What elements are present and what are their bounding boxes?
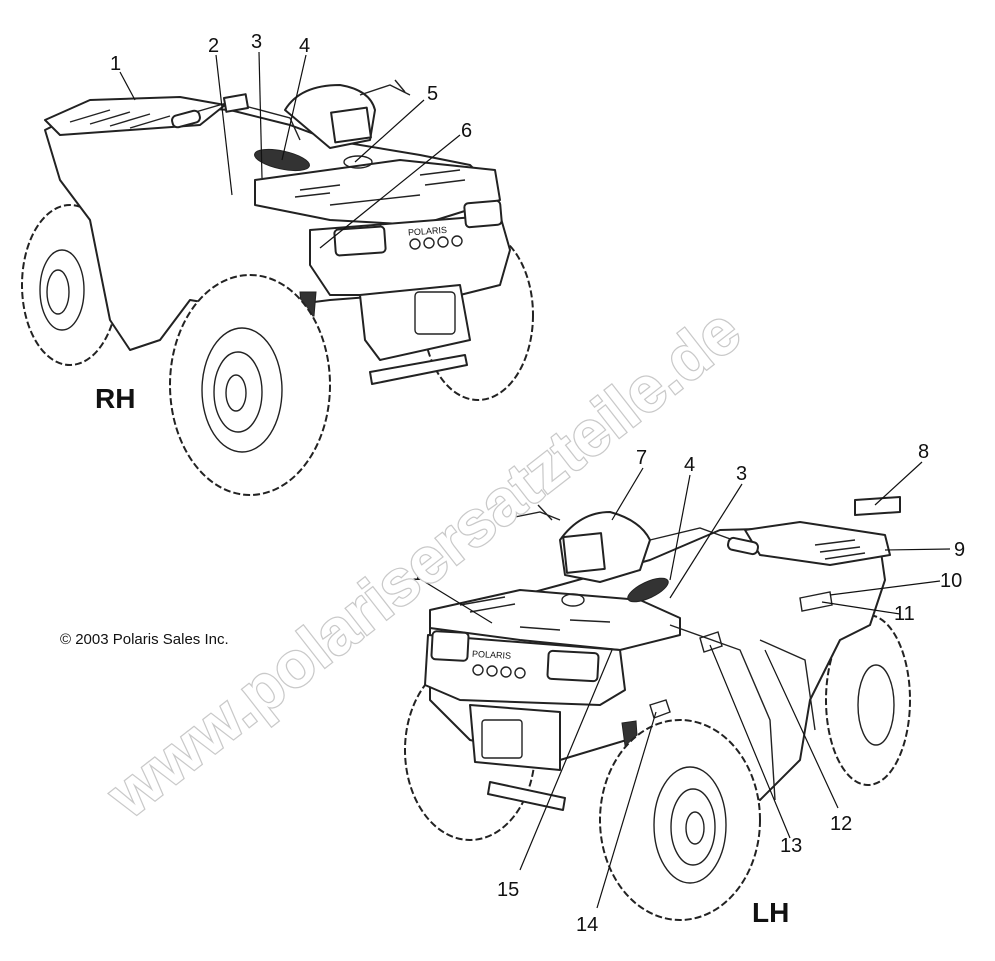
rh-callout-2: 2 [208, 35, 219, 57]
lh-callout-9: 9 [954, 539, 965, 561]
lh-callout-10: 10 [940, 570, 962, 592]
lh-callout-12: 12 [830, 813, 852, 835]
lh-front-wheel-right [599, 719, 761, 921]
lh-callout-11: 11 [894, 603, 915, 625]
lh-view-label: LH [752, 897, 789, 928]
lh-rear-wheel [825, 614, 911, 786]
atv-lh-view: POLARIS [404, 496, 911, 921]
rh-callout-6: 6 [461, 120, 472, 142]
lh-callout-3: 3 [736, 463, 747, 485]
lh-callout-4: 4 [684, 454, 695, 476]
lh-logo-text: POLARIS [472, 649, 511, 661]
rh-callout-1: 1 [110, 53, 121, 75]
rh-callout-3: 3 [251, 31, 262, 53]
lh-callout-1: 1 [412, 563, 423, 585]
copyright-text: © 2003 Polaris Sales Inc. [60, 631, 229, 648]
lh-callout-7: 7 [636, 447, 647, 469]
lh-callout-8: 8 [918, 441, 929, 463]
lh-callout-14: 14 [576, 914, 598, 936]
rh-front-wheel [169, 274, 331, 496]
rh-leader-lines [119, 51, 461, 249]
atv-rh-view: POLARIS [21, 79, 534, 496]
lh-callout-15: 15 [497, 879, 519, 901]
lh-callouts: 7 4 3 8 9 10 11 1 12 13 15 14 [412, 441, 965, 936]
rh-view-label: RH [95, 383, 135, 414]
lh-callout-13: 13 [780, 835, 802, 857]
rh-callouts: 1 2 3 4 5 6 [110, 31, 472, 142]
rh-callout-4: 4 [299, 35, 310, 57]
rh-logo-text: POLARIS [408, 225, 448, 238]
rh-callout-5: 5 [427, 83, 438, 105]
lh-leader-lines [424, 461, 951, 909]
